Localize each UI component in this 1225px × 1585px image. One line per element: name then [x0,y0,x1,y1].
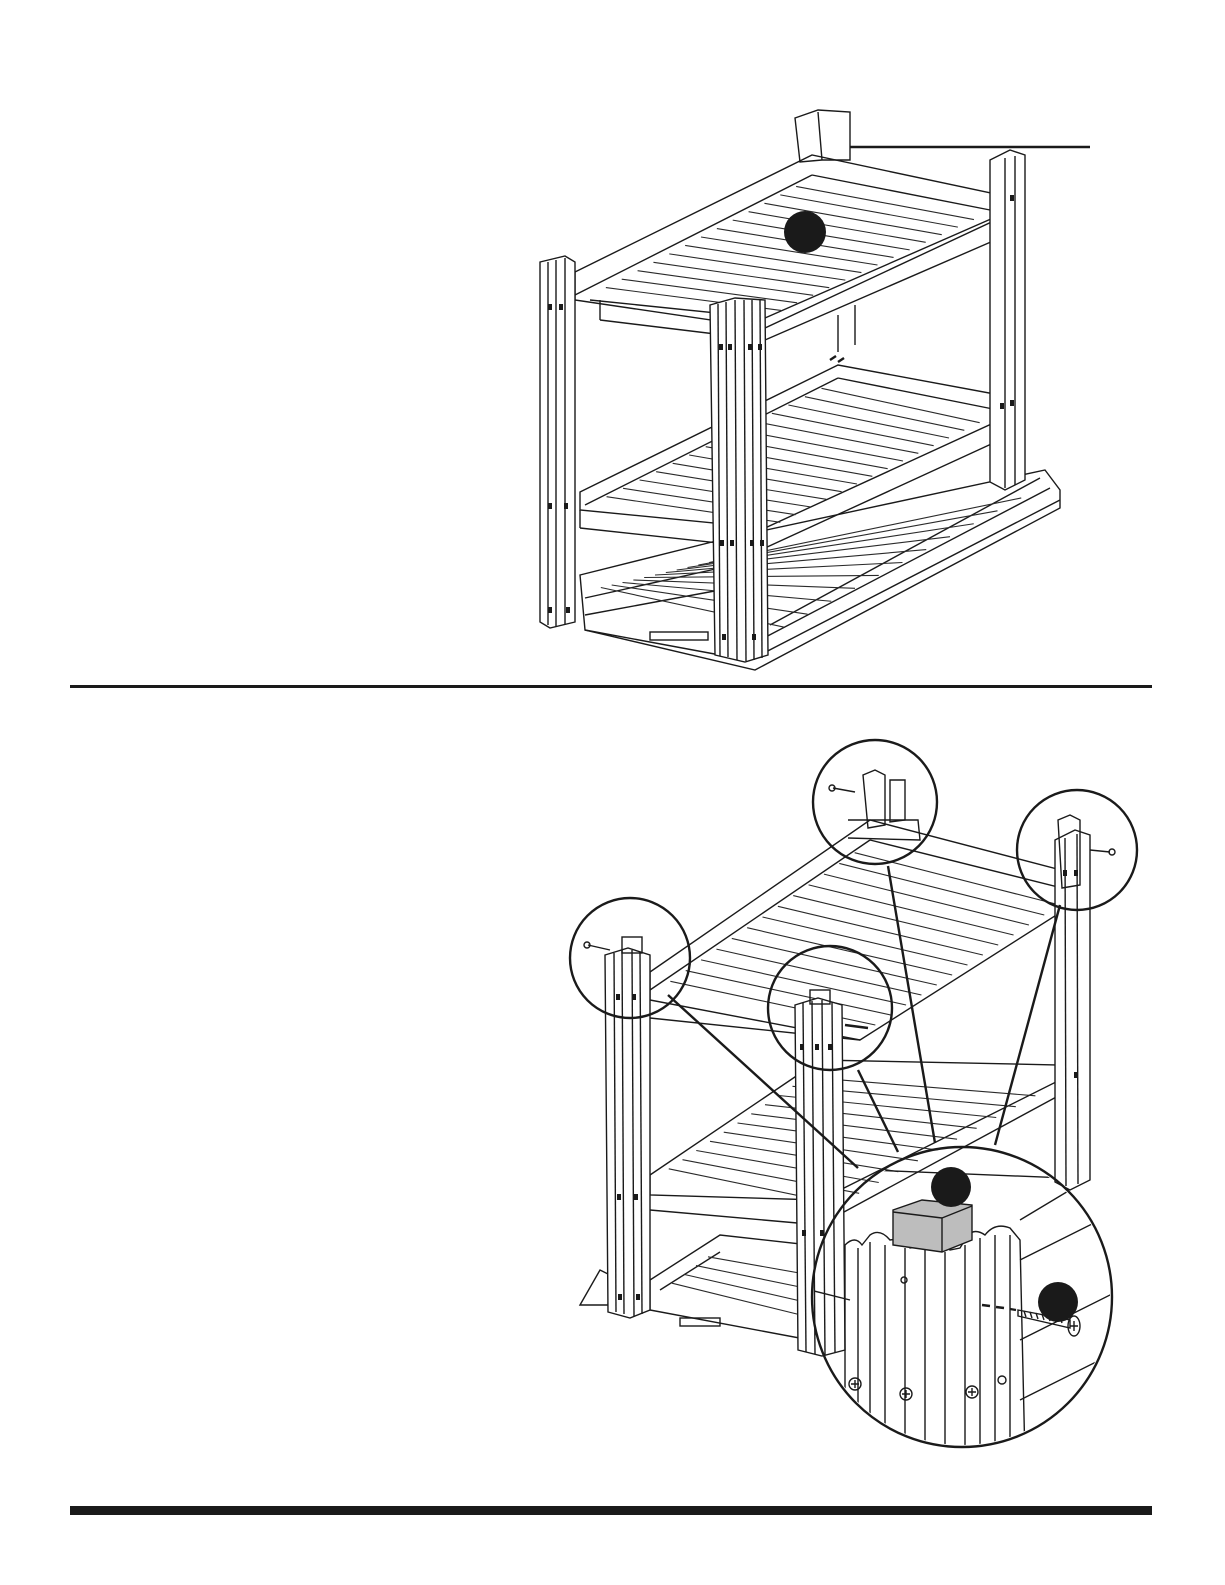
shelf-slat [669,254,845,280]
page-footer-rule [70,1506,1152,1515]
shelf-slat [751,1114,957,1139]
upper-shelf [650,820,1080,1040]
shelf-slat [778,906,983,955]
shelf-slat [623,488,796,514]
back-right-post [990,150,1025,490]
part-marker-icon [1038,1282,1078,1322]
assembly-figure-bottom [0,700,1225,1520]
shelf-slat [684,1274,805,1302]
shelf-slat [747,928,952,975]
shelf-slat [793,896,998,945]
shelf-slat [622,279,797,303]
front-left-post-b [605,937,650,1318]
part-marker-icon [931,1167,971,1207]
shelf-slat [686,971,891,1015]
shelf-slat [638,271,814,296]
shelf-slat [824,874,1029,925]
shelf-slat [716,949,921,995]
front-right-post [710,298,768,662]
top-shelf-slats [606,186,974,310]
shelf-slat [612,585,808,614]
shelf-slat [696,1266,805,1288]
front-right-post-b [795,990,845,1356]
detail-magnifier-icon [810,1147,1120,1460]
shelf-slat [855,853,1060,905]
top-shelf [575,155,1000,340]
lower-middle-shelf [650,1060,1060,1225]
shelf-slat [809,885,1014,935]
shelf-slat [696,1151,879,1183]
part-marker-icon [784,211,826,253]
shelf-slat [670,981,875,1025]
base-shelf-slats [672,1257,805,1316]
section-divider [70,685,1152,688]
back-right-post-b [1055,830,1090,1190]
block-icon [893,1200,972,1252]
upper-shelf-slats [670,853,1059,1025]
detail-circle-back-left [813,740,937,864]
shelf-frame-drawing-top [0,0,1225,690]
assembly-figure-top [0,0,1225,690]
shelf-slat [839,863,1044,915]
middle-shelf [580,356,1000,548]
shelf-frame-drawing-bottom [0,700,1225,1520]
shelf-slat [653,262,829,287]
screw-heads [849,1376,1006,1400]
lower-middle-shelf-slats [669,1077,1036,1204]
shelf-slat [685,245,861,272]
shelf-slat [672,1283,805,1316]
bottom-shelf [580,470,1060,670]
front-left-post [540,256,575,628]
callout-arrow-icon [822,139,1090,155]
